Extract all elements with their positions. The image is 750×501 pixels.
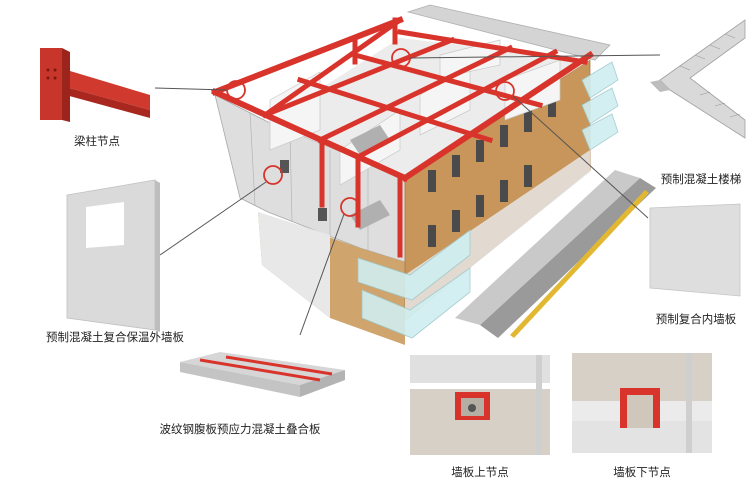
building-model: [211, 4, 656, 345]
inset-beam-column-joint: [40, 48, 150, 122]
front-window: [280, 160, 289, 173]
label-precast-exterior-wall: 预制混凝土复合保温外墙板: [46, 330, 184, 344]
label-wall-bottom-node: 墙板下节点: [613, 465, 671, 479]
stone-base-upper: [258, 212, 330, 318]
ground-floor: [405, 150, 590, 320]
road-yellow-line: [510, 190, 649, 338]
steel-frame: [211, 16, 595, 258]
inset-wall-top-node: [410, 355, 550, 455]
circle-exterior-wall: [263, 165, 283, 185]
inset-interior-wall-panel: [649, 203, 741, 297]
front-window: [318, 208, 327, 221]
label-precast-stair: 预制混凝土楼梯: [661, 172, 742, 186]
label-wall-top-node: 墙板上节点: [451, 465, 509, 479]
inset-exterior-wall-panel: [66, 179, 160, 332]
label-precast-interior-wall: 预制复合内墙板: [656, 312, 737, 326]
facade-windows: [428, 95, 556, 247]
roof-edge-slab: [406, 4, 611, 61]
road-strip: [480, 178, 656, 338]
leader-lines: [154, 54, 661, 336]
inset-corrugated-slab: [180, 352, 345, 397]
label-beam-column-joint: 梁柱节点: [74, 134, 120, 148]
glass-balconies-front: [357, 229, 471, 339]
inset-wall-bottom-node: [572, 353, 712, 453]
sidewalk: [455, 170, 640, 325]
inset-precast-stair: [650, 19, 746, 139]
circle-interior-wall: [495, 81, 515, 101]
label-corrugated-slab: 波纹钢腹板预应力混凝土叠合板: [160, 422, 321, 436]
glass-balconies-right: [581, 61, 619, 151]
circle-slab: [340, 197, 360, 217]
